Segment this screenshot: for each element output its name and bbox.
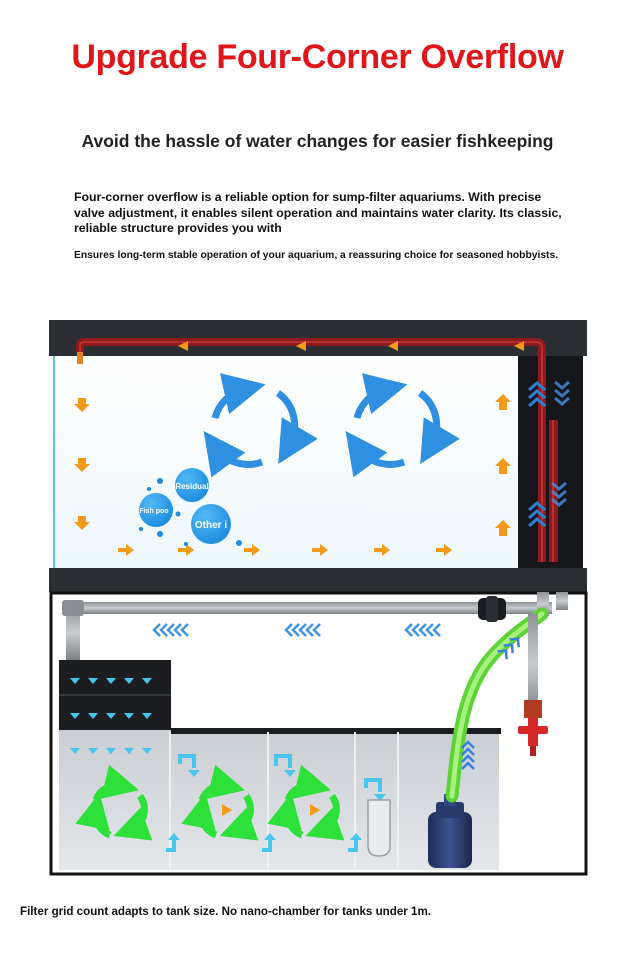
waste-bubbles: Residual Fish poo Other i: [139, 468, 242, 546]
tank-water: [53, 356, 519, 569]
nano-chamber: [367, 799, 391, 857]
description-paragraph: Four-corner overflow is a reliable optio…: [74, 190, 562, 235]
chamber-overflow-arrows: [166, 754, 382, 852]
bubble-label-residual: Residual: [175, 482, 208, 491]
tank-bottom-rim: [49, 568, 587, 592]
sump-cabinet: [49, 591, 588, 876]
bubble-label-other: Other i: [195, 520, 227, 531]
assurance-paragraph: Ensures long-term stable operation of yo…: [74, 250, 559, 261]
drain-flow-arrows: [152, 623, 441, 637]
bubble-fish-poo: [139, 493, 173, 527]
overflow-up-arrows: [528, 380, 570, 528]
page-subtitle: Avoid the hassle of water changes for ea…: [81, 131, 554, 151]
bubble-residual: [175, 468, 209, 502]
bubble-label-fish-poo: Fish poo: [139, 508, 168, 515]
footnote: Filter grid count adapts to tank size. N…: [20, 905, 431, 918]
page-title: Upgrade Four-Corner Overflow: [71, 38, 564, 76]
sump-green-swirls: [75, 764, 345, 841]
drawer-drip-arrows: [70, 678, 152, 719]
bubble-other: [191, 504, 231, 544]
tank-flow-arrows: [74, 394, 511, 556]
drain-pipe: [68, 602, 552, 614]
hose-flow-arrows: [461, 637, 520, 770]
circulation-swirls: [203, 373, 460, 478]
overflow-diagram: Residual Fish poo Other i: [49, 320, 588, 876]
sump-drip-arrows: [70, 748, 152, 754]
